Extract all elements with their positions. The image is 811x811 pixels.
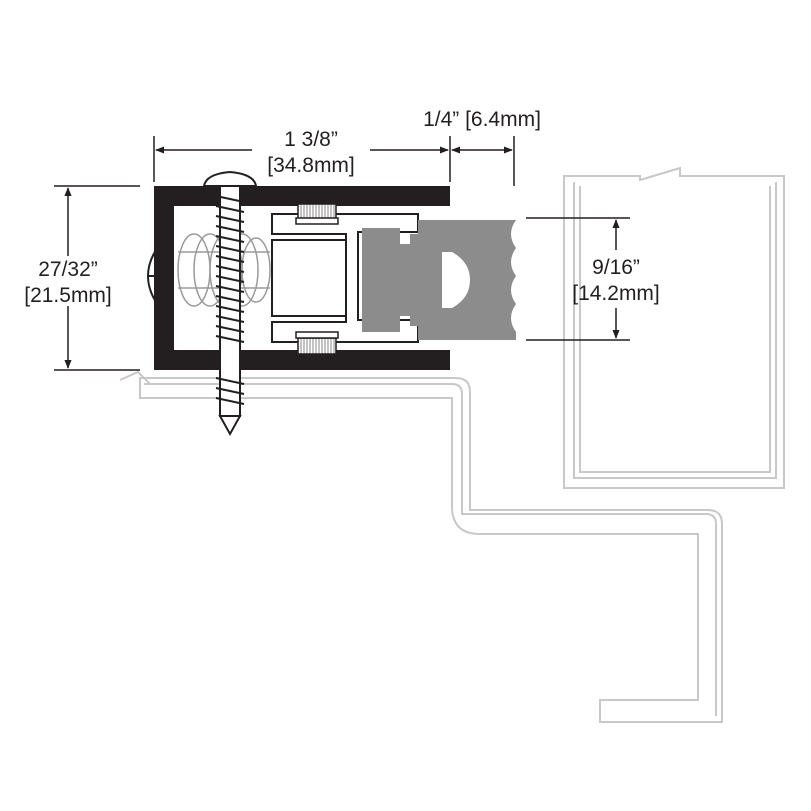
offset-label: 1/4” [6.4mm] bbox=[423, 108, 541, 131]
brush-seals bbox=[295, 203, 339, 355]
seal-inches-label: 9/16” bbox=[592, 256, 640, 279]
brush-bottom-base bbox=[295, 331, 339, 339]
housing-lip-bottom bbox=[420, 350, 450, 370]
width-mm-label: [34.8mm] bbox=[267, 154, 355, 177]
door-panel bbox=[563, 166, 785, 489]
brush-bottom bbox=[297, 337, 337, 355]
seal-hollow bbox=[442, 252, 470, 308]
carrier-neck bbox=[271, 239, 347, 317]
seal-mm-label: [14.2mm] bbox=[572, 282, 660, 305]
seal-carrier bbox=[271, 213, 419, 343]
door-outer bbox=[563, 166, 785, 489]
width-inches-label: 1 3/8” bbox=[284, 128, 338, 151]
height-inches-label: 27/32” bbox=[38, 258, 98, 281]
door-frame bbox=[119, 370, 723, 723]
screw-threads bbox=[215, 195, 245, 405]
frame-profile-outer bbox=[139, 377, 723, 723]
door-inner bbox=[573, 182, 777, 479]
dimension-labels: 1 3/8” [34.8mm] 1/4” [6.4mm] 27/32” [21.… bbox=[24, 108, 660, 307]
frame-stop-tip bbox=[119, 370, 151, 385]
height-mm-label: [21.5mm] bbox=[24, 284, 112, 307]
screw bbox=[202, 170, 258, 437]
screw-tip bbox=[218, 415, 242, 437]
screw-head bbox=[202, 170, 258, 187]
door-inner-rail bbox=[579, 186, 771, 473]
dimension-lines bbox=[54, 136, 630, 371]
bulb-seal bbox=[362, 220, 516, 340]
brush-top-base bbox=[295, 217, 339, 225]
seal-t-foot bbox=[362, 228, 426, 332]
housing-lip-top bbox=[420, 186, 450, 206]
aluminum-housing bbox=[154, 186, 450, 370]
frame-profile-inner bbox=[144, 383, 717, 716]
